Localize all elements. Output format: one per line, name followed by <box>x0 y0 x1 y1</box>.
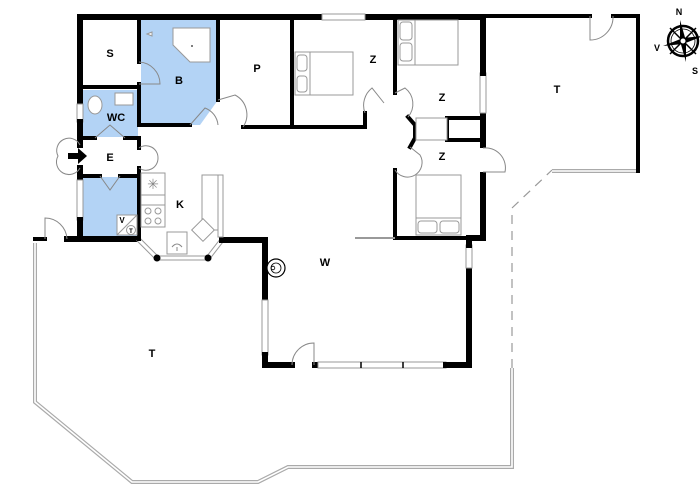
door-bedroom-2 <box>394 87 414 118</box>
room-label-terrace-north: T <box>554 84 561 96</box>
washer-label: V <box>119 216 125 225</box>
sink-icon <box>190 217 216 243</box>
dishwasher-icon <box>166 231 188 255</box>
door-terrace-north <box>589 15 614 41</box>
bed-icon <box>294 51 354 96</box>
interior-walls <box>78 15 485 241</box>
dryer-label: T <box>129 229 133 235</box>
door-storage <box>138 61 161 85</box>
window-living-east <box>465 244 473 269</box>
entry-arrow-icon <box>68 148 87 164</box>
exterior-walls <box>33 13 640 369</box>
terrace-outline <box>33 169 637 484</box>
compass-west-label: V <box>654 43 660 53</box>
room-label-bedroom-1: Z <box>370 54 377 66</box>
doors <box>44 15 614 366</box>
toilet-icon <box>87 95 103 115</box>
door-bedroom-1 <box>363 87 385 114</box>
stove-icon <box>140 204 166 228</box>
room-label-p: P <box>253 63 260 75</box>
room-label-entrance: E <box>106 152 113 164</box>
wood-stove-icon <box>266 258 286 278</box>
compass-north-label: N <box>676 7 683 17</box>
door-wc <box>94 124 126 139</box>
room-label-bathroom: B <box>175 75 183 87</box>
window-living-south <box>317 361 447 369</box>
door-living-south <box>291 342 315 366</box>
room-labels: S B P Z Z Z WC E K W T T <box>106 48 560 360</box>
fixtures: V T ✳ <box>68 19 462 278</box>
window-living-west <box>261 299 269 356</box>
room-label-storage: S <box>106 48 113 60</box>
door-bathroom <box>189 107 219 126</box>
shower-head-icon <box>145 31 153 37</box>
door-entrance-outer <box>55 137 81 176</box>
shower-icon <box>172 27 211 63</box>
room-label-wc: WC <box>107 112 125 124</box>
room-label-living: W <box>320 257 331 269</box>
compass-rose-icon: N V S <box>654 7 700 76</box>
compass-south-label: S <box>692 66 698 76</box>
closet-icon <box>415 117 448 141</box>
bed-icon <box>415 174 462 236</box>
counter-left <box>140 194 166 206</box>
room-label-kitchen: K <box>176 199 184 211</box>
door-terrace-sw <box>44 217 68 240</box>
door-bedroom-3-terrace <box>482 147 506 173</box>
door-utility <box>99 175 121 191</box>
room-label-terrace-south: T <box>149 348 156 360</box>
room-label-bedroom-3: Z <box>439 151 446 163</box>
door-bedroom-3 <box>394 146 423 178</box>
counter-right-edge <box>217 174 224 238</box>
room-label-bedroom-2: Z <box>439 92 446 104</box>
snowflake-icon: ✳ <box>147 176 159 192</box>
window-utility <box>76 179 84 221</box>
door-utility-p <box>217 94 248 128</box>
basin-icon <box>114 92 134 106</box>
bed-icon <box>397 19 459 66</box>
window-bedroom-east <box>479 72 487 114</box>
window-top <box>321 13 366 21</box>
door-entrance-kitchen <box>138 145 159 171</box>
